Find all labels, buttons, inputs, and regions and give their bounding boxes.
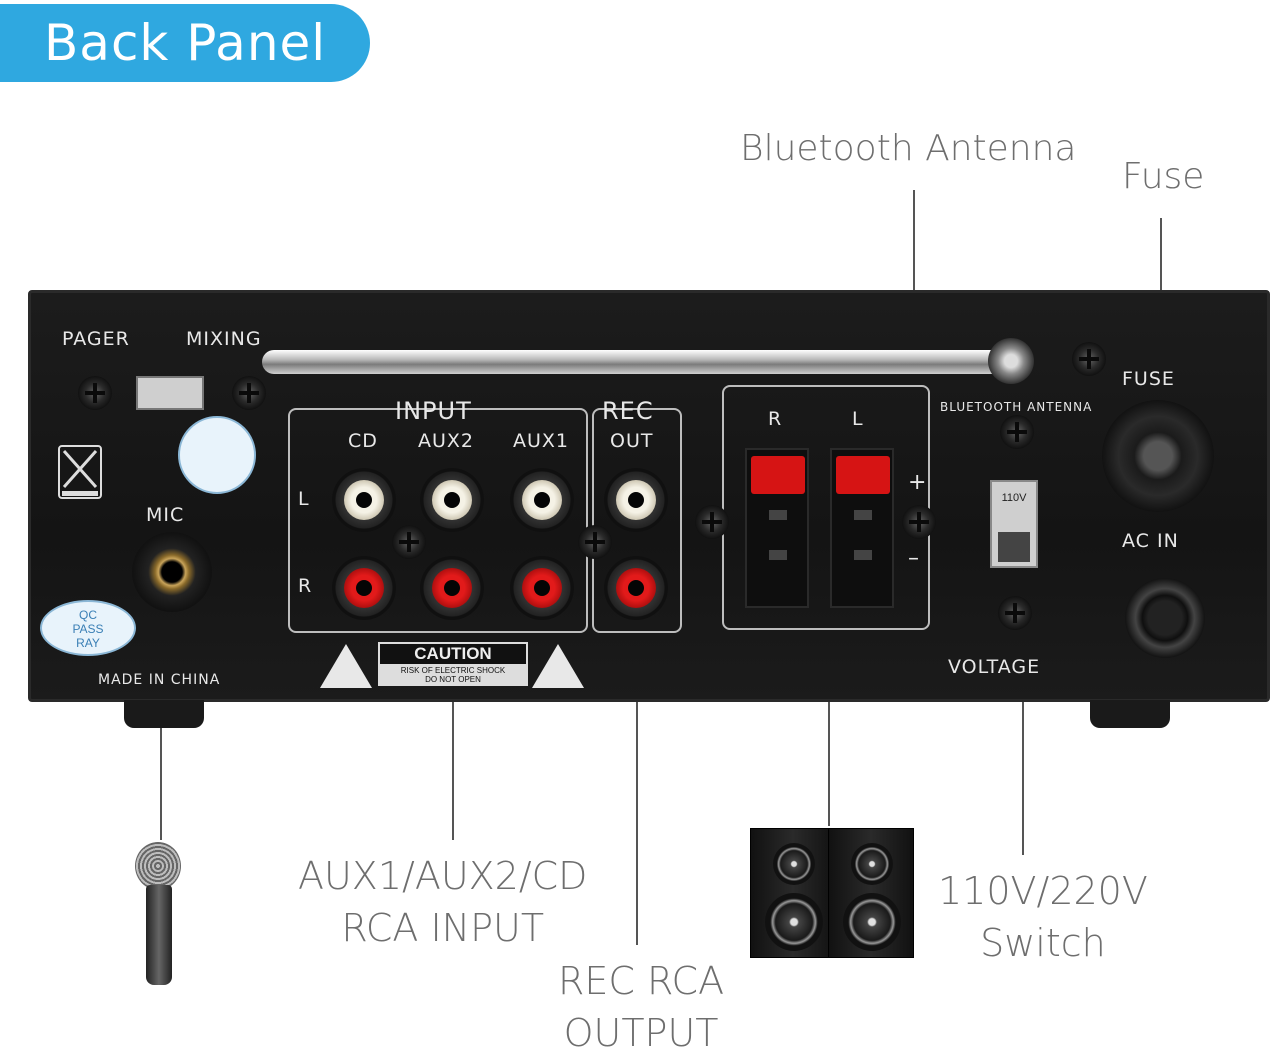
voltage-selector-switch[interactable]: 110V — [990, 480, 1038, 568]
mic-jack[interactable] — [132, 532, 212, 612]
caution-label-box: CAUTION RISK OF ELECTRIC SHOCK DO NOT OP… — [378, 642, 528, 686]
voltage-switch-callout-line1: 110V/220V — [938, 869, 1148, 913]
pager-label: PAGER — [62, 328, 130, 350]
bluetooth-antenna-label: BLUETOOTH ANTENNA — [940, 400, 1093, 414]
rec-output-callout: REC RCA OUTPUT — [558, 955, 724, 1052]
rec-output-callout-line1: REC RCA — [558, 959, 725, 1003]
voltage-switch-callout-line2: Switch — [980, 921, 1106, 965]
voltage-label: VOLTAGE — [948, 656, 1041, 678]
bluetooth-antenna-rod[interactable] — [262, 350, 1022, 374]
date-sticker — [178, 416, 256, 494]
screw-icon — [578, 525, 612, 559]
qc-pass-sticker: QC PASS RAY — [40, 600, 136, 656]
screw-icon — [695, 505, 729, 539]
aux2-label: AUX2 — [418, 430, 475, 452]
pager-mixing-switch[interactable] — [136, 376, 204, 410]
bookshelf-speaker-icon — [750, 828, 836, 958]
rec-out-section-outline — [592, 408, 682, 633]
cd-left-rca-jack[interactable] — [332, 468, 396, 532]
qc-pass-line2: PASS — [72, 622, 104, 636]
speaker-left-terminal[interactable] — [830, 448, 894, 608]
aux2-left-rca-jack[interactable] — [420, 468, 484, 532]
rca-input-leader-line — [452, 615, 454, 840]
screw-icon — [998, 596, 1032, 630]
rca-input-callout: AUX1/AUX2/CD RCA INPUT — [298, 850, 587, 954]
aux1-right-rca-jack[interactable] — [510, 556, 574, 620]
rubber-foot-right — [1090, 700, 1170, 728]
voltage-switch-callout: 110V/220V Switch — [938, 865, 1148, 969]
left-channel-label: L — [298, 488, 310, 510]
voltage-setting-label: 110V — [1001, 492, 1027, 504]
electric-shock-warning-icon — [320, 644, 372, 688]
rca-input-callout-line1: AUX1/AUX2/CD — [298, 854, 588, 898]
speaker-left-label: L — [852, 408, 864, 430]
rubber-foot-left — [124, 700, 204, 728]
caution-subtitle-2: DO NOT OPEN — [425, 675, 481, 684]
microphone-handle — [146, 885, 172, 985]
mixing-label: MIXING — [186, 328, 262, 350]
input-section-outline — [288, 408, 588, 633]
qc-pass-line3: RAY — [76, 636, 100, 650]
speaker-right-label: R — [768, 408, 783, 430]
rec-output-leader-line — [636, 615, 638, 945]
rec-out-right-rca-jack[interactable] — [604, 556, 668, 620]
speaker-right-terminal[interactable] — [745, 448, 809, 608]
back-panel-banner: Back Panel — [0, 4, 370, 82]
screw-icon — [1000, 415, 1034, 449]
aux1-left-rca-jack[interactable] — [510, 468, 574, 532]
rca-input-callout-line2: RCA INPUT — [341, 906, 545, 950]
ac-in-label: AC IN — [1122, 530, 1179, 552]
bookshelf-speaker-icon — [828, 828, 914, 958]
antenna-leader-line — [913, 190, 915, 375]
antenna-mount — [988, 338, 1034, 384]
ac-power-cord — [1125, 578, 1205, 658]
fuse-callout: Fuse — [1122, 156, 1205, 197]
input-label: INPUT — [395, 397, 472, 425]
cd-right-rca-jack[interactable] — [332, 556, 396, 620]
screw-icon — [392, 525, 426, 559]
caution-title: CAUTION — [380, 644, 526, 664]
screw-icon — [78, 376, 112, 410]
weee-recycling-icon — [58, 445, 102, 499]
out-label: OUT — [610, 430, 654, 452]
fuse-holder[interactable] — [1102, 400, 1214, 512]
exclamation-warning-icon — [532, 644, 584, 688]
caution-subtitle-1: RISK OF ELECTRIC SHOCK — [400, 666, 506, 675]
screw-icon — [1072, 342, 1106, 376]
screw-icon — [232, 376, 266, 410]
negative-label: – — [908, 546, 920, 571]
right-channel-label: R — [298, 575, 313, 597]
screw-icon — [902, 505, 936, 539]
mic-label: MIC — [146, 504, 185, 526]
made-in-china-label: MADE IN CHINA — [98, 672, 221, 688]
positive-label: + — [908, 470, 928, 495]
aux2-right-rca-jack[interactable] — [420, 556, 484, 620]
bluetooth-antenna-callout: Bluetooth Antenna — [740, 128, 1077, 169]
microphone-icon — [135, 842, 181, 890]
speaker-leader-line — [828, 628, 830, 826]
qc-pass-line1: QC — [79, 608, 97, 622]
cd-label: CD — [348, 430, 378, 452]
rec-label: REC — [602, 397, 654, 425]
rec-output-callout-line2: OUTPUT — [563, 1011, 719, 1052]
aux1-label: AUX1 — [513, 430, 570, 452]
fuse-label: FUSE — [1122, 368, 1175, 390]
rec-out-left-rca-jack[interactable] — [604, 468, 668, 532]
